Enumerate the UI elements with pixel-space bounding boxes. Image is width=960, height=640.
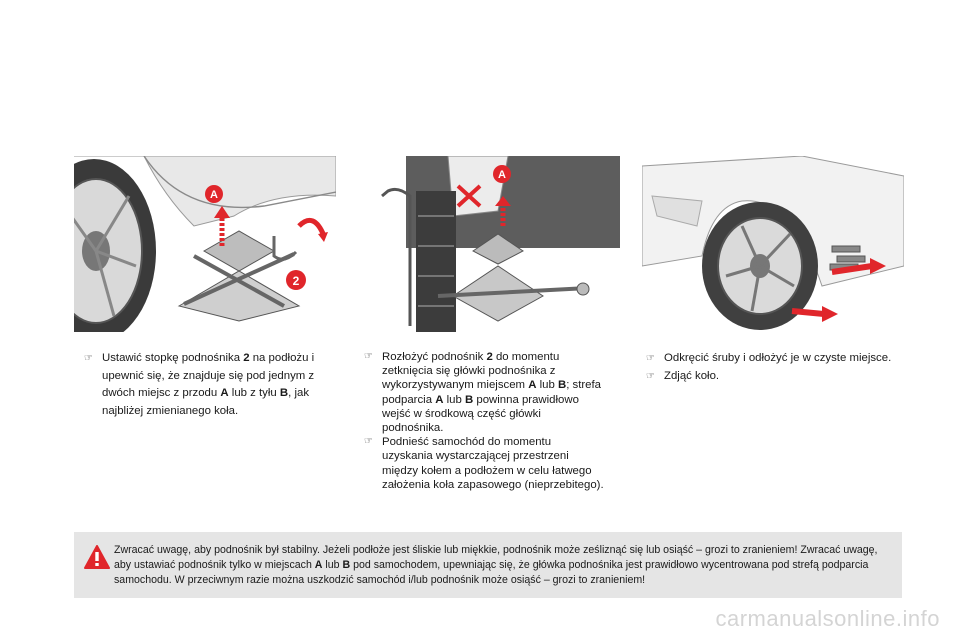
marker-label: A: [498, 169, 506, 181]
text: Odkręcić śruby i odłożyć je w czyste mie…: [664, 352, 892, 364]
ref-point-a: A: [314, 558, 323, 571]
finger-pointer-icon: ☞: [364, 436, 373, 448]
marker-label: 2: [293, 274, 300, 288]
ref-jack: 2: [243, 352, 250, 364]
text: Zwracać uwagę, aby podnośnik był stabiln…: [114, 544, 878, 571]
illustration-jack-raising: A: [358, 156, 620, 332]
ref-point-b: B: [342, 558, 351, 571]
instruction-item: ☞ Ustawić stopkę podnośnika 2 na podłożu…: [84, 350, 334, 420]
finger-pointer-icon: ☞: [646, 353, 655, 364]
text: lub z tyłu: [228, 387, 280, 399]
text: powinna prawidłowo wejść w środkową częś…: [382, 393, 579, 435]
marker-label: A: [210, 189, 218, 201]
ref-point-a: A: [220, 387, 229, 399]
text: ; strefa podparcia: [382, 379, 602, 406]
warning-exclamation-icon: [84, 545, 110, 569]
instructions-column-1: ☞ Ustawić stopkę podnośnika 2 na podłożu…: [84, 350, 334, 420]
ref-jack: 2: [486, 351, 493, 363]
ref-point-b: B: [279, 387, 289, 399]
illustration-wheel-removal: [642, 156, 904, 332]
finger-pointer-icon: ☞: [364, 351, 373, 362]
text: lub: [536, 379, 558, 392]
instruction-item: ☞ Podnieść samochód do momentu uzyskania…: [364, 435, 604, 492]
text: pod samochodem, upewniając się, że główk…: [114, 558, 869, 586]
warning-text: Zwracać uwagę, aby podnośnik był stabiln…: [114, 543, 894, 587]
instructions-column-2: ☞ Rozłożyć podnośnik 2 do momentu zetkni…: [364, 350, 604, 492]
ref-point-b: B: [557, 379, 567, 392]
watermark: carmanualsonline.info: [715, 606, 940, 631]
text: Podnieść samochód do momentu uzyskania w…: [382, 436, 604, 491]
text: na podłożu i upewnić się, że znajduje si…: [102, 352, 315, 399]
instruction-item: ☞ Rozłożyć podnośnik 2 do momentu zetkni…: [364, 350, 604, 435]
ref-point-a: A: [528, 379, 537, 392]
finger-pointer-icon: ☞: [646, 370, 655, 382]
ref-point-b: B: [464, 393, 474, 406]
text: , jak najbliżej zmienianego koła.: [102, 387, 310, 417]
text: Rozłożyć podnośnik: [382, 351, 487, 363]
finger-pointer-icon: ☞: [84, 353, 93, 364]
ref-point-a: A: [435, 393, 444, 406]
text: Zdjąć koło.: [664, 369, 720, 382]
instructions-column-3: ☞ Odkręcić śruby i odłożyć je w czyste m…: [646, 350, 896, 385]
instruction-item: ☞ Zdjąć koło.: [646, 368, 896, 386]
text: do momentu zetknięcia się główki podnośn…: [382, 351, 560, 392]
text: lub: [443, 393, 465, 406]
text: Ustawić stopkę podnośnika: [102, 352, 244, 364]
text: lub: [322, 558, 343, 571]
illustration-jack-placement: A 2: [74, 156, 336, 332]
warning-box: Zwracać uwagę, aby podnośnik był stabiln…: [74, 532, 902, 598]
instruction-item: ☞ Odkręcić śruby i odłożyć je w czyste m…: [646, 350, 896, 368]
